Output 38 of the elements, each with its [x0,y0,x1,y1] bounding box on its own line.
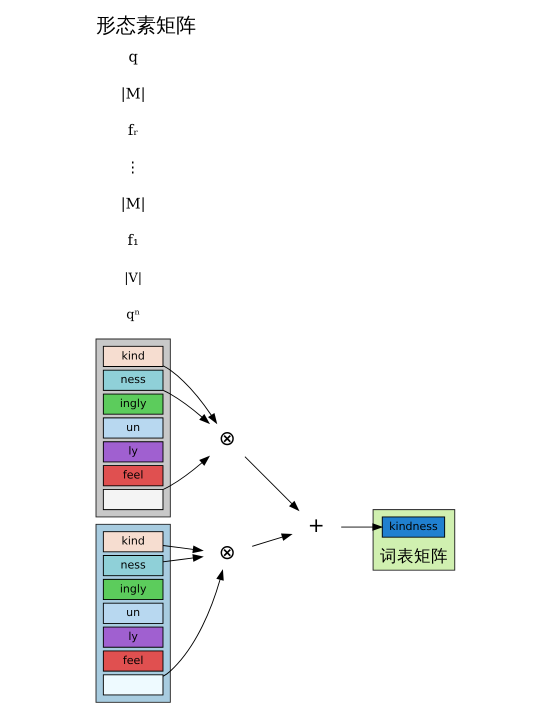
arrow [244,456,300,512]
cluster [96,524,171,703]
node-box [102,488,164,510]
arrow [162,456,210,490]
node-box: ly [102,441,164,462]
node-box: ly [102,626,164,648]
arrow [162,365,218,424]
arrow [162,545,204,554]
node-label: |V| [124,270,142,286]
label: |M| [120,85,146,102]
label: ⋮ [126,158,141,176]
node-box: ingly [102,578,164,600]
cluster [96,338,171,518]
node-text: ⊗ [218,426,236,450]
node-box: kindness [382,516,446,538]
diagram-title: 形态素矩阵 [96,13,196,38]
label: f₁ [128,232,139,250]
node-text: ⊗ [218,540,236,564]
node-box: un [102,417,164,439]
node-box: ingly [102,394,164,415]
arrow [162,390,210,424]
node-box: feel [102,465,164,486]
node-box: kind [102,531,164,552]
node-box: ness [102,555,164,576]
node-box: feel [102,650,164,672]
label: |M| [120,196,146,213]
node-box: un [102,602,164,624]
arrow [162,569,224,677]
node-box [102,674,164,696]
arrow [252,534,293,547]
node-label: qⁿ [126,308,140,323]
arrow [340,523,384,531]
arrow [162,554,204,562]
label: q [128,48,138,66]
node-box: ness [102,370,164,391]
node-box: kind [102,346,164,367]
node-text: + [308,513,325,538]
label: fᵣ [128,122,138,140]
